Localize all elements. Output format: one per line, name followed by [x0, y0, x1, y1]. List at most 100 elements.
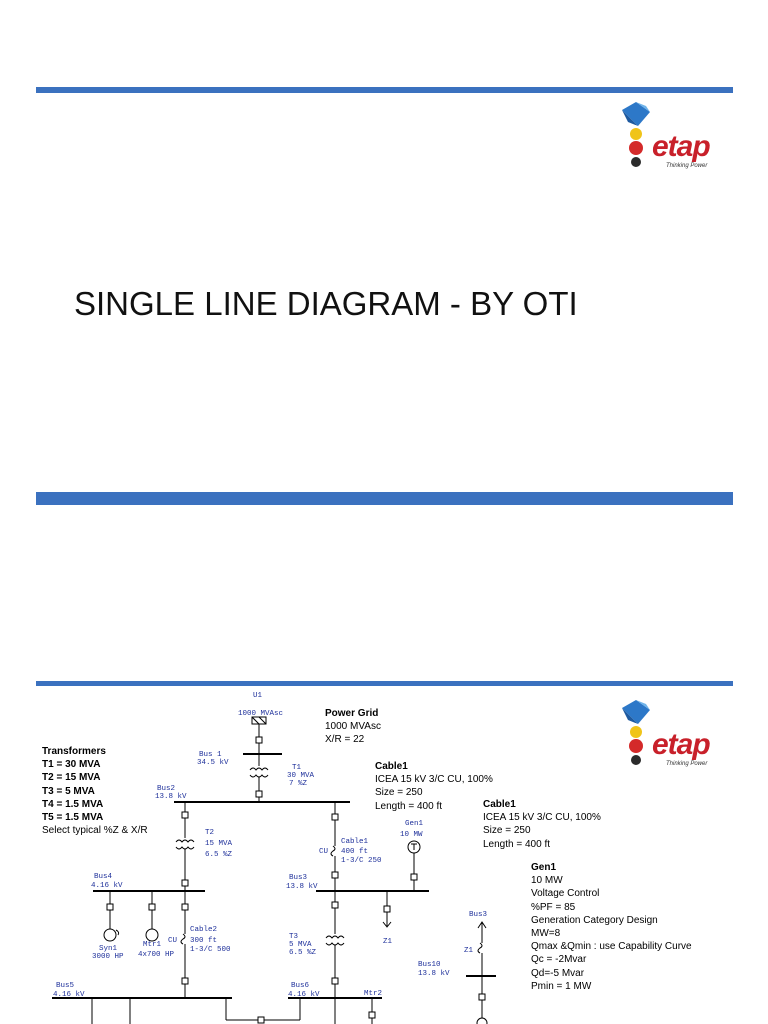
note-line: T3 = 5 MVA	[42, 785, 95, 797]
label-mtr1: Mtr1	[143, 941, 162, 949]
note-line: T5 = 1.5 MVA	[42, 812, 104, 824]
label-bus2: Bus2	[157, 785, 175, 793]
label-cable2-size: 1-3/C 500	[190, 946, 231, 954]
etap-logo-tagline: Thinking Power	[666, 163, 708, 169]
motor-mtr1-icon	[145, 891, 159, 942]
label-t1: T1	[292, 764, 302, 772]
label-bus2-kv: 13.8 kV	[155, 793, 187, 801]
label-cable1-size: 1-3/C 250	[341, 857, 382, 865]
note-line: Length = 400 ft	[483, 838, 551, 850]
etap-logo-word: etap	[652, 130, 711, 163]
etap-logo: etap Thinking Power	[616, 100, 724, 180]
note-transformers-heading: Transformers	[42, 746, 106, 757]
note-line: ICEA 15 kV 3/C CU, 100%	[375, 774, 493, 786]
label-t2-z: 6.5 %Z	[205, 851, 233, 859]
transformer-t1-icon	[249, 754, 269, 802]
etap-logo-word: etap	[652, 728, 711, 761]
note-line: T4 = 1.5 MVA	[42, 798, 104, 810]
label-mtr1-hp: 4x700 HP	[138, 951, 175, 959]
label-bus4: Bus4	[94, 873, 113, 881]
label-bus10-kv: 13.8 kV	[418, 970, 450, 978]
label-t1-z: 7 %Z	[289, 780, 308, 788]
etap-logo-slide2: etap Thinking Power	[616, 698, 724, 778]
note-line: MW=8	[531, 928, 561, 940]
note-line: 1000 MVAsc	[325, 721, 381, 733]
note-line: Qc = -2Mvar	[531, 954, 587, 966]
label-bus5-kv: 4.16 kV	[53, 991, 85, 999]
label-t2: T2	[205, 829, 214, 837]
load-z1-icon	[382, 891, 392, 928]
note-gen1-heading: Gen1	[531, 862, 557, 873]
note-line: T1 = 30 MVA	[42, 759, 101, 771]
z1-impedance-branch-icon	[466, 921, 496, 1024]
label-bus3-b: Bus3	[469, 911, 488, 919]
label-cable2-len: 300 ft	[190, 937, 217, 945]
note-gen1: Gen1 10 MW Voltage Control %PF = 85 Gene…	[531, 861, 692, 993]
note-line: Pmin = 1 MW	[531, 980, 592, 992]
utility-u1-icon	[251, 716, 267, 754]
label-cable2-cu: CU	[168, 937, 177, 945]
note-line: Length = 400 ft	[375, 800, 443, 812]
motor-syn1-icon	[103, 891, 120, 942]
label-bus6: Bus6	[291, 982, 310, 990]
note-line: Qmax &Qmin : use Capability Curve	[531, 941, 692, 953]
transformer-t3-icon	[325, 891, 345, 998]
slide-title: SINGLE LINE DIAGRAM - BY OTI	[74, 285, 578, 322]
label-cable1-len: 400 ft	[341, 848, 368, 856]
label-t3-mva: 5 MVA	[289, 941, 312, 949]
etap-logo-tagline: Thinking Power	[666, 761, 708, 767]
note-line: ICEA 15 kV 3/C CU, 100%	[483, 812, 601, 824]
note-line: Size = 250	[375, 787, 423, 799]
note-line: 10 MW	[531, 875, 563, 887]
note-line: Size = 250	[483, 825, 531, 837]
label-cable1: Cable1	[341, 838, 369, 846]
label-bus10: Bus10	[418, 961, 441, 969]
note-cable1-heading: Cable1	[375, 761, 408, 772]
slide2-top-bar	[36, 681, 733, 686]
transformer-t2-icon	[175, 802, 195, 891]
label-gen1: Gen1	[405, 820, 424, 828]
tie-breaker-icon	[225, 998, 301, 1024]
label-syn1: Syn1	[99, 945, 118, 953]
label-cable2: Cable2	[190, 926, 217, 934]
note-power-grid-heading: Power Grid	[325, 708, 379, 719]
motor-mtr2-icon	[368, 998, 376, 1024]
note-line: Qd=-5 Mvar	[531, 967, 585, 979]
label-bus3: Bus3	[289, 874, 308, 882]
label-bus3-kv: 13.8 kV	[286, 883, 318, 891]
single-line-diagram: U1 1000 MVAsc Bus 1 34.5 kV T1 30 MVA 7 …	[52, 692, 496, 1024]
note-line: Voltage Control	[531, 888, 600, 900]
label-bus6-kv: 4.16 kV	[288, 991, 320, 999]
note-transformers: Transformers T1 = 30 MVA T2 = 15 MVA T3 …	[42, 745, 148, 837]
label-u1-rating: 1000 MVAsc	[238, 710, 283, 718]
label-t3-z: 6.5 %Z	[289, 949, 317, 957]
label-bus4-kv: 4.16 kV	[91, 882, 123, 890]
label-t3: T3	[289, 933, 299, 941]
note-cable1-b: Cable1 ICEA 15 kV 3/C CU, 100% Size = 25…	[483, 798, 601, 851]
note-transformers-footer: Select typical %Z & X/R	[42, 825, 148, 837]
cable2-icon	[180, 891, 189, 998]
note-line: X/R = 22	[325, 734, 365, 746]
note-line: %PF = 85	[531, 901, 576, 913]
note-power-grid: Power Grid 1000 MVAsc X/R = 22	[325, 707, 381, 747]
etap-logo-emblem-icon	[622, 700, 650, 765]
note-line: T2 = 15 MVA	[42, 772, 101, 784]
label-mtr2: Mtr2	[364, 990, 382, 998]
label-z1-b: Z1	[464, 947, 474, 955]
label-z1: Z1	[383, 938, 393, 946]
etap-logo-emblem-icon	[622, 102, 650, 167]
label-u1: U1	[253, 692, 263, 700]
slide1-top-bar	[36, 87, 733, 93]
cable1-icon	[330, 802, 339, 891]
label-bus1: Bus 1	[199, 751, 222, 759]
generator-gen1-icon	[407, 840, 421, 891]
label-bus1-kv: 34.5 kV	[197, 759, 229, 767]
slide1-bottom-bar	[36, 492, 733, 505]
note-cable1-a: Cable1 ICEA 15 kV 3/C CU, 100% Size = 25…	[375, 760, 493, 813]
label-bus5: Bus5	[56, 982, 75, 990]
label-syn1-hp: 3000 HP	[92, 953, 124, 961]
label-cable1-cu: CU	[319, 848, 328, 856]
label-gen1-mw: 10 MW	[400, 831, 423, 839]
label-t2-mva: 15 MVA	[205, 840, 233, 848]
note-line: Generation Category Design	[531, 914, 658, 926]
